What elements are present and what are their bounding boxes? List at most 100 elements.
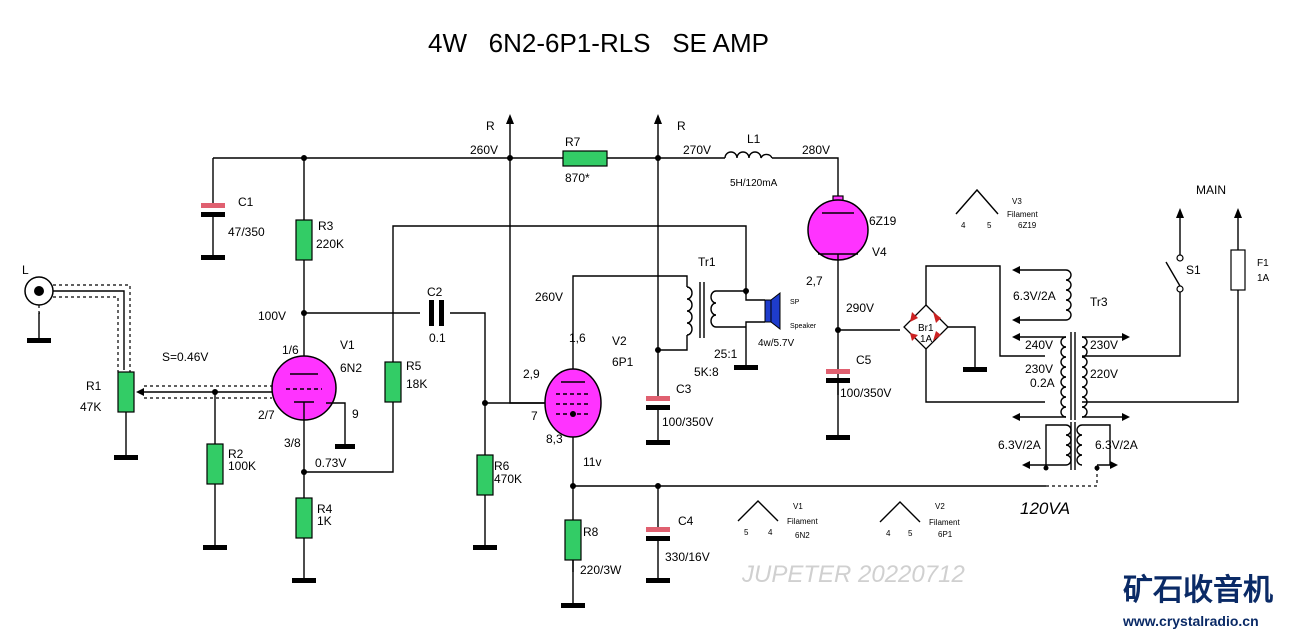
c1-label: C1 [238,195,254,209]
l1-label: L1 [747,132,761,146]
tr3-heater-6-3v: 6.3V/2A [1013,289,1056,303]
svg-text:5: 5 [987,221,992,230]
tr3-secondary-230v: 230V [1025,362,1053,376]
tr1-impedance: 5K:8 [694,365,719,379]
input-signal-level: S=0.46V [162,350,208,364]
c1-value: 47/350 [228,225,265,239]
r6-label: R6 [494,459,510,473]
tr3-label: Tr3 [1090,295,1108,309]
r7-label: R7 [565,135,581,149]
voltage-290v: 290V [846,301,874,315]
svg-text:6N2: 6N2 [795,531,810,540]
r2-value: 100K [228,459,256,473]
r3-label: R3 [318,219,334,233]
c1-capacitor [201,158,225,260]
svg-text:Filament: Filament [929,518,960,527]
svg-text:5: 5 [744,528,749,537]
speaker-icon [764,291,781,331]
s1-switch [1165,208,1184,293]
c2-value: 0.1 [429,331,446,345]
filament-v2: 4 5 V2 Filament 6P1 [879,501,960,539]
tr1-label: Tr1 [698,255,716,269]
voltage-260v: 260V [470,143,498,157]
r6-value: 470K [494,472,522,486]
v2-pin-cathode: 8,3 [546,432,563,446]
v2-pin-grid: 7 [531,409,538,423]
v4-type: 6Z19 [869,214,897,228]
l1-inductor [724,151,773,159]
v1-type: 6N2 [340,361,362,375]
c3-value: 100/350V [662,415,713,429]
r5-label: R5 [406,359,422,373]
v2-pin-screen: 2,9 [523,367,540,381]
author-signature: JUPETER 20220712 [741,561,965,588]
v1-pin-cathode: 3/8 [284,436,301,450]
svg-text:Filament: Filament [787,517,818,526]
cathode-bus [570,465,1100,489]
f1-label: F1 [1257,258,1269,269]
tr1-ratio: 25:1 [714,347,738,361]
voltage-11v: 11v [583,455,601,469]
v2-tube [544,368,602,572]
r4-value: 1K [317,514,332,528]
v1-plate-circuit [295,158,545,455]
v2-circuit [509,158,688,445]
v2-type: 6P1 [612,355,634,369]
tr3-primary-230v: 230V [1090,338,1118,352]
c5-value: 100/350V [840,386,891,400]
tr3-transformer [1012,266,1239,470]
speaker-label: SP [790,299,800,306]
filament-v1: 5 4 V1 Filament 6N2 [737,500,818,540]
power-rating: 120VA [1020,499,1070,518]
r-test-label-1: R [486,119,495,133]
c4-value: 330/16V [665,550,710,564]
r6-resistor [473,454,497,550]
r2-label: R2 [228,447,244,461]
r8-resistor [561,519,585,608]
svg-text:4: 4 [961,221,966,230]
v4-rectifier-tube [807,195,900,440]
r3-value: 220K [316,237,344,251]
watermark-cn: 矿石收音机 [1123,573,1273,607]
r8-label: R8 [583,525,599,539]
svg-text:V3: V3 [1012,197,1022,206]
f1-fuse [1230,208,1246,291]
r-test-label-2: R [677,119,686,133]
c4-capacitor [646,486,670,583]
svg-text:4: 4 [768,528,773,537]
r2-resistor [203,392,227,550]
input-jack [24,276,131,372]
svg-text:V1: V1 [793,502,803,511]
voltage-0-73v: 0.73V [315,456,346,470]
mains-label: MAIN [1196,183,1226,197]
r5-value: 18K [406,377,427,391]
filament-v3: 4 5 V3 Filament 6Z19 [955,188,1038,230]
c2-capacitor [429,300,444,326]
tr3-filament-right: 6.3V/2A [1095,438,1138,452]
tr3-current-0-2a: 0.2A [1030,376,1055,390]
voltage-270v: 270V [683,143,711,157]
c5-label: C5 [856,353,872,367]
voltage-280v: 280V [802,143,830,157]
v2-label: V2 [612,334,627,348]
l1-value: 5H/120mA [730,178,778,189]
tr3-primary-220v: 220V [1090,367,1118,381]
voltage-100v: 100V [258,309,286,323]
v1-pin-grid: 2/7 [258,408,275,422]
r1-value: 47K [80,400,101,414]
schematic-title: 4W 6N2-6P1-RLS SE AMP [428,28,769,58]
svg-text:6Z19: 6Z19 [1018,221,1037,230]
r7-resistor [562,150,608,167]
c3-label: C3 [676,382,692,396]
tr3-filament-left: 6.3V/2A [998,438,1041,452]
speaker-sublabel: Speaker [790,323,817,330]
svg-text:6P1: 6P1 [938,530,953,539]
svg-text:5: 5 [908,529,913,538]
voltage-260v-plate: 260V [535,290,563,304]
r1-label: R1 [86,379,102,393]
svg-text:Filament: Filament [1007,210,1038,219]
b-plus-rail [213,114,839,200]
r4-label: R4 [317,502,333,516]
br1-value: 1A [920,334,933,345]
